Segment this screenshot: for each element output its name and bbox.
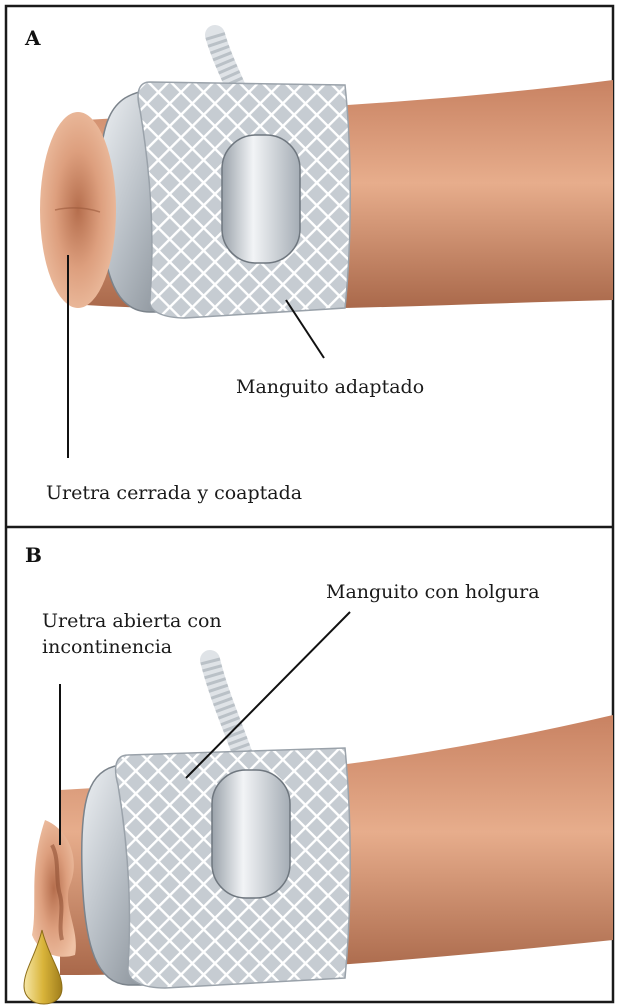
label-cuff-loose: Manguito con holgura	[326, 581, 540, 603]
panel-letter-a: A	[25, 26, 41, 50]
label-urethra-open: Uretra abierta con incontinencia	[42, 608, 222, 660]
cuff-balloon-b	[212, 770, 290, 898]
urethra-end-a	[40, 112, 116, 308]
panel-a-illustration	[40, 35, 613, 318]
panel-b-illustration	[24, 660, 613, 1004]
cuff-balloon-a	[222, 135, 300, 263]
label-cuff-adapted: Manguito adaptado	[236, 376, 424, 398]
panel-letter-b: B	[25, 543, 42, 567]
label-urethra-closed: Uretra cerrada y coaptada	[46, 482, 302, 504]
